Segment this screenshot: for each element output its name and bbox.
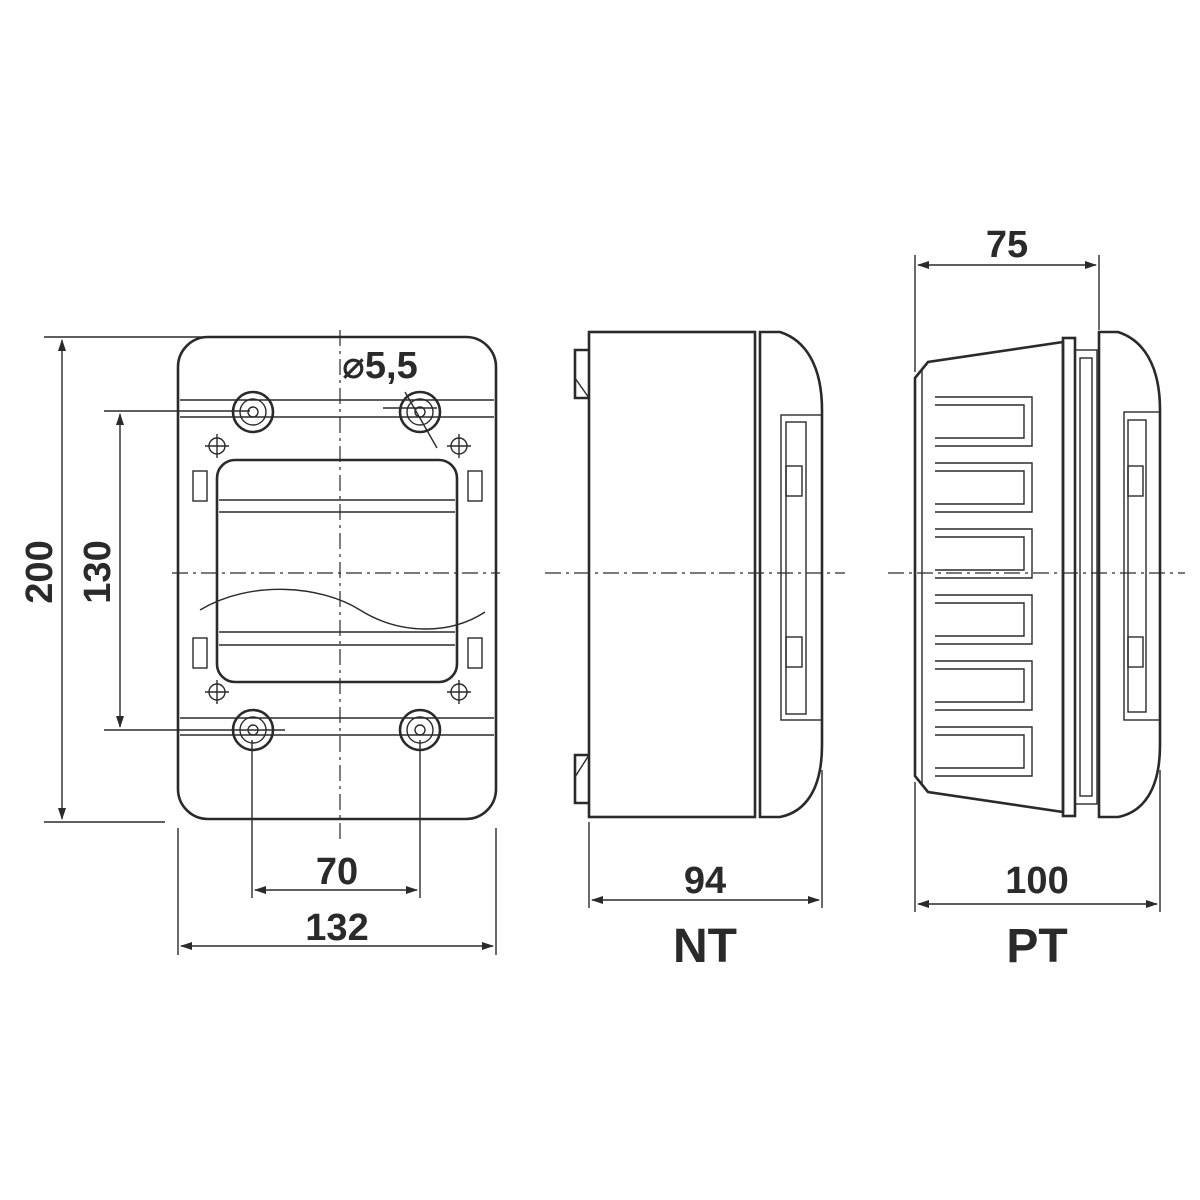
cover-recess <box>780 414 823 721</box>
dim-width-overall: 132 <box>305 907 368 949</box>
pt-cover <box>1097 330 1162 819</box>
module-window <box>215 458 459 684</box>
screw-mark <box>447 680 471 704</box>
dim-width-mounting: 70 <box>316 851 358 893</box>
nt-body <box>587 330 757 819</box>
mounting-hole-tl <box>231 390 275 434</box>
side-view-pt: 75 100 PT <box>888 224 1185 973</box>
side-view-nt: 94 NT <box>545 330 845 973</box>
latch <box>785 465 803 497</box>
dim-height-overall: 200 <box>19 540 61 603</box>
clip-top <box>573 348 589 400</box>
latch <box>1127 465 1144 497</box>
screw-mark <box>205 680 229 704</box>
cover-recess <box>1123 411 1161 721</box>
dim-height-mounting: 130 <box>77 540 119 603</box>
diameter-leader <box>404 391 438 449</box>
slot <box>192 470 208 502</box>
slot <box>467 637 483 669</box>
pt-flange <box>1061 336 1077 818</box>
break-line <box>199 588 486 630</box>
front-view: ⌀5,5 200 130 70 132 <box>19 330 500 955</box>
knockout-rows <box>935 396 1033 777</box>
dim-depth-nt: 94 <box>684 860 726 902</box>
enclosure-outline <box>176 335 498 821</box>
screw-mark <box>447 434 471 458</box>
slot <box>467 470 483 502</box>
latch <box>785 636 803 668</box>
dim-depth-top-pt: 75 <box>986 224 1028 266</box>
nt-cover <box>758 330 824 819</box>
label-pt: PT <box>1006 920 1067 973</box>
dim-depth-pt: 100 <box>1005 860 1068 902</box>
slot <box>192 637 208 669</box>
label-nt: NT <box>673 920 737 973</box>
latch <box>1127 636 1144 668</box>
pt-body <box>913 340 1065 814</box>
dim-hole-diameter: ⌀5,5 <box>342 345 418 387</box>
clip-bottom <box>573 753 589 805</box>
screw-mark <box>205 434 229 458</box>
mounting-hole-tr <box>398 390 442 434</box>
